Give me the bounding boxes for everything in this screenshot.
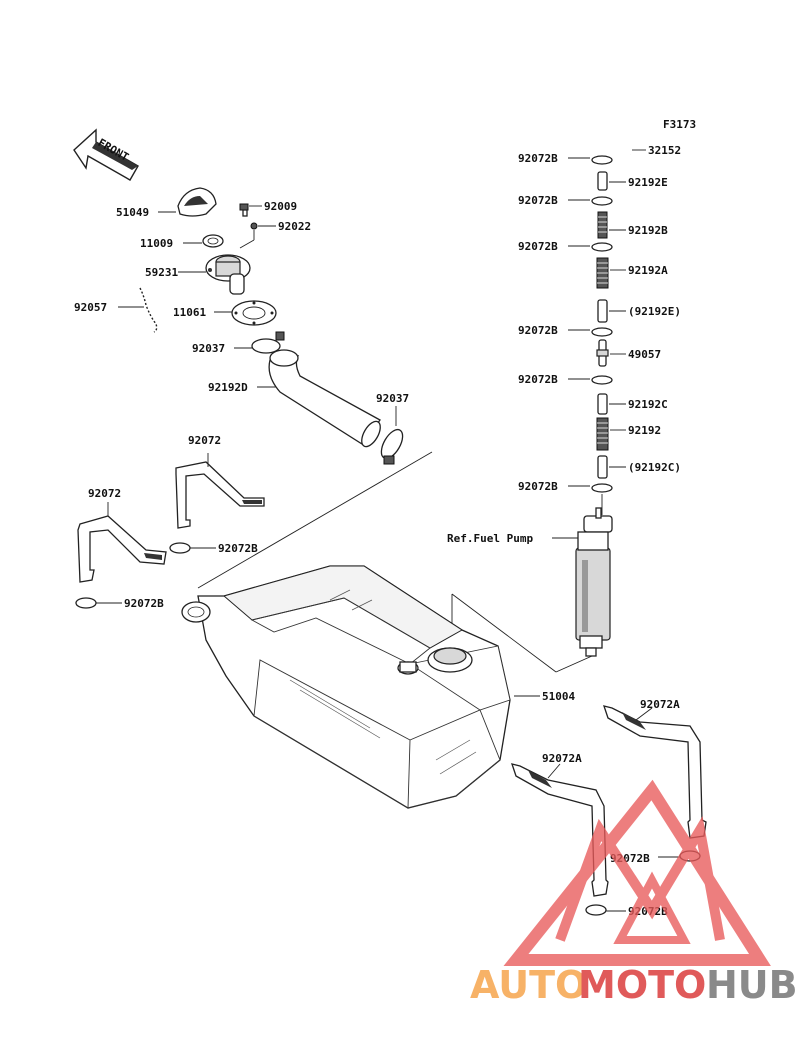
clamp-icon — [591, 375, 613, 385]
front-arrow-icon: FRONT — [73, 128, 139, 181]
label-49057: 49057 — [628, 348, 661, 361]
label-92072b-4: 92072B — [518, 324, 558, 337]
figure-code: F3173 — [663, 118, 696, 131]
clamp-icon — [585, 904, 607, 916]
label-92192c: 92192C — [628, 398, 668, 411]
label-92072b-8: 92072B — [124, 597, 164, 610]
watermark-hub: HUB — [706, 963, 798, 1007]
breather-hose-32152 — [601, 115, 633, 159]
label-92037-1: 92037 — [192, 342, 225, 355]
label-51049: 51049 — [116, 206, 149, 219]
label-92192c-ref: (92192C) — [628, 461, 681, 474]
watermark-moto: MOTO — [578, 963, 706, 1007]
tank-strap-icon — [511, 763, 609, 897]
fuel-tank-icon — [181, 565, 511, 809]
label-59231: 59231 — [145, 266, 178, 279]
ref-fuel-pump-label: Ref.Fuel Pump — [447, 532, 533, 545]
filler-cap-icon — [177, 187, 217, 217]
clamp-icon — [169, 542, 191, 554]
label-92072a-2: 92072A — [542, 752, 582, 765]
clamp-icon — [591, 155, 613, 165]
tube-icon — [597, 393, 608, 415]
label-92072b-5: 92072B — [518, 373, 558, 386]
ribbed-hose-icon — [596, 417, 609, 451]
clamp-icon — [591, 327, 613, 337]
label-92192e: 92192E — [628, 176, 668, 189]
tube-icon — [597, 171, 608, 191]
hose-clamp-icon — [380, 428, 404, 465]
label-92072-1: 92072 — [188, 434, 221, 447]
label-92072-2: 92072 — [88, 487, 121, 500]
label-92192d: 92192D — [208, 381, 248, 394]
clamp-icon — [75, 597, 97, 609]
hose-clamp-icon — [251, 331, 285, 354]
label-92072b-6: 92072B — [518, 480, 558, 493]
tank-strap-icon — [603, 705, 707, 839]
label-92057: 92057 — [74, 301, 107, 314]
label-92072b-3: 92072B — [518, 240, 558, 253]
filler-hose-icon — [268, 349, 381, 448]
fuel-pump-icon — [575, 507, 613, 657]
label-51004: 51004 — [542, 690, 575, 703]
label-92192e-ref: (92192E) — [628, 305, 681, 318]
tank-strap-icon — [77, 515, 167, 583]
ribbed-hose-icon — [597, 211, 608, 239]
watermark-logo — [503, 779, 771, 966]
watermark-auto: AUTO — [470, 963, 587, 1007]
tether-strap-icon — [139, 287, 158, 333]
clamp-icon — [591, 196, 613, 206]
filler-neck-icon — [205, 254, 251, 295]
label-92192b: 92192B — [628, 224, 668, 237]
label-32152: 32152 — [648, 144, 681, 157]
label-92072b-7: 92072B — [218, 542, 258, 555]
tank-strap-icon — [175, 461, 265, 529]
label-92022: 92022 — [278, 220, 311, 233]
label-92192a: 92192A — [628, 264, 668, 277]
label-11009: 11009 — [140, 237, 173, 250]
label-92192: 92192 — [628, 424, 661, 437]
label-92037-2: 92037 — [376, 392, 409, 405]
tube-icon — [597, 455, 608, 479]
label-92009: 92009 — [264, 200, 297, 213]
check-valve-icon — [596, 339, 609, 367]
label-92072b-1: 92072B — [518, 152, 558, 165]
bolt-icon — [239, 203, 249, 217]
label-92072a-1: 92072A — [640, 698, 680, 711]
clamp-icon — [591, 242, 613, 252]
clamp-icon — [591, 483, 613, 493]
washer-icon — [250, 222, 258, 230]
label-11061: 11061 — [173, 306, 206, 319]
label-92072b-2: 92072B — [518, 194, 558, 207]
tube-icon — [597, 299, 608, 323]
